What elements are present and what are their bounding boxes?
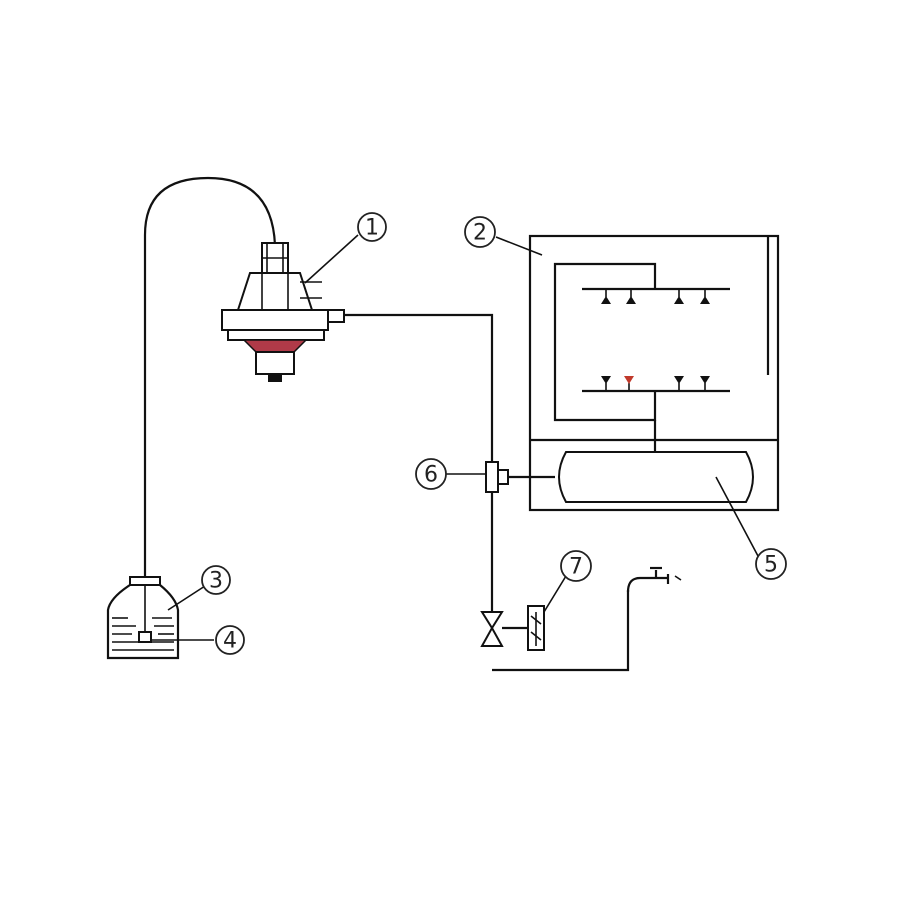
cabinet-2 <box>528 234 780 512</box>
bottle-3 <box>106 576 180 660</box>
supply-pipe <box>344 313 494 612</box>
nozzle <box>700 376 710 391</box>
nozzle <box>601 289 611 304</box>
liquid-4 <box>112 617 174 651</box>
svg-text:4: 4 <box>223 629 237 654</box>
device-1-regulator <box>221 242 345 382</box>
svg-text:6: 6 <box>424 463 438 488</box>
faucet-icon <box>626 566 682 593</box>
callout-4: 4 <box>215 625 245 655</box>
callout-6: 6 <box>415 458 447 490</box>
nozzle-red <box>624 376 634 391</box>
callout-1: 1 <box>357 212 387 242</box>
red-diaphragm <box>242 339 308 353</box>
callout-3: 3 <box>201 565 231 595</box>
nozzle <box>674 289 684 304</box>
callout-5: 5 <box>755 548 787 580</box>
nozzle <box>626 289 636 304</box>
leader-line-7 <box>543 575 567 613</box>
callout-2: 2 <box>464 216 496 248</box>
tank-5 <box>558 451 754 503</box>
svg-text:7: 7 <box>569 555 583 580</box>
nozzle <box>700 289 710 304</box>
nozzle <box>601 376 611 391</box>
upper-nozzle-manifold <box>582 280 730 291</box>
svg-text:3: 3 <box>209 569 223 594</box>
siphon-hose <box>143 176 277 578</box>
drain-line <box>492 590 630 672</box>
leader-line-3 <box>167 585 206 611</box>
svg-text:5: 5 <box>764 553 778 578</box>
lower-nozzle-manifold <box>582 389 730 402</box>
leader-line-5 <box>715 476 759 557</box>
component-6-fitting <box>485 461 555 493</box>
svg-text:1: 1 <box>365 216 379 241</box>
callout-7: 7 <box>560 550 592 582</box>
leader-line-1 <box>304 234 359 284</box>
nozzle <box>674 376 684 391</box>
component-7-valve <box>480 605 545 651</box>
svg-text:2: 2 <box>473 221 487 246</box>
leader-line-2 <box>495 236 543 256</box>
